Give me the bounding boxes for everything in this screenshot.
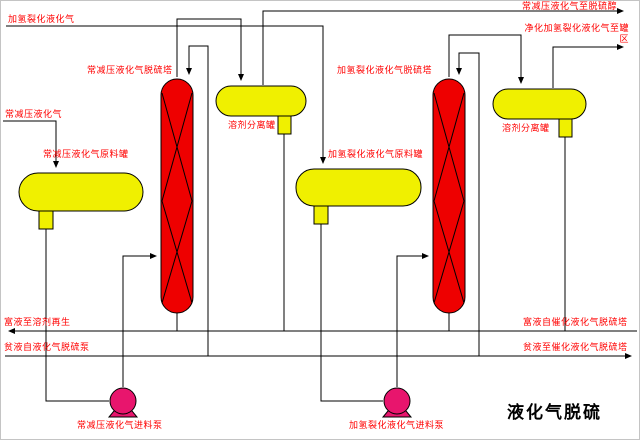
avlpg-desulfurization-column [160,78,194,314]
hydro-feed-pump [383,387,411,415]
hydro-desulfurization-column [432,78,466,314]
label-purified-hydro-to-tank: 净化加氢裂化液化气至罐区 [524,23,629,44]
label-avlpg-feed: 常减压液化气 [5,109,63,119]
column2-packing-cross [433,92,465,304]
diagram-title: 液化气脱硫 [507,403,602,422]
sep-drum2-nozzle [558,116,573,138]
label-avlpg-to-demercaptan: 常减压液化气至脱硫醇 [522,1,618,11]
label-column2: 加氢裂化液化气脱硫塔 [337,65,433,75]
feed-drum1-nozzle [38,208,54,230]
pipe-drum1-overhead-to-demercaptan [262,8,624,85]
label-feed-drum1: 常减压液化气原料罐 [43,149,129,159]
label-pump1: 常减压液化气进料泵 [77,420,163,430]
label-sep-drum1: 溶剂分离罐 [228,120,276,130]
pipe-column2-overhead [448,34,524,84]
hydro-feed-drum [295,168,422,207]
pipe-lean-riser-column1 [186,45,209,356]
label-pump2: 加氢裂化液化气进料泵 [349,420,445,430]
feed-drum2-nozzle [313,203,329,225]
avlpg-feed-pump [109,387,137,415]
label-hydro-feed: 加氢裂化液化气 [8,14,75,24]
sep-drum1-nozzle [277,113,292,135]
label-rich-to-regen: 富液至溶剂再生 [4,317,71,327]
pipe-drum2-overhead-to-tankfarm [552,44,624,88]
label-feed-drum2: 加氢裂化液化气原料罐 [328,149,424,159]
solvent-separator-drum-2 [492,88,587,120]
pipe-pump2-suction [320,224,383,402]
column1-packing-cross [161,92,193,304]
avlpg-feed-drum [18,172,144,212]
pipe-pump1-discharge [122,253,157,387]
pipe-avlpg-feed [3,120,59,168]
pipe-pump1-suction [45,229,109,402]
solvent-separator-drum-1 [215,85,307,117]
label-column1: 常减压液化气脱硫塔 [87,65,173,75]
pipe-lean-riser-column2 [456,52,480,356]
label-rich-from-catalytic: 富液自催化液化气脱硫塔 [523,317,628,327]
label-lean-to-catalytic: 贫液至催化液化气脱硫塔 [523,342,628,352]
label-lean-from-pump: 贫液自液化气脱硫泵 [4,342,90,352]
pipe-pump2-discharge [396,253,429,387]
label-sep-drum2: 溶剂分离罐 [502,123,550,133]
pipe-column1-overhead [176,18,244,81]
pipe-hydrocracker-lpg-feed [6,25,326,164]
